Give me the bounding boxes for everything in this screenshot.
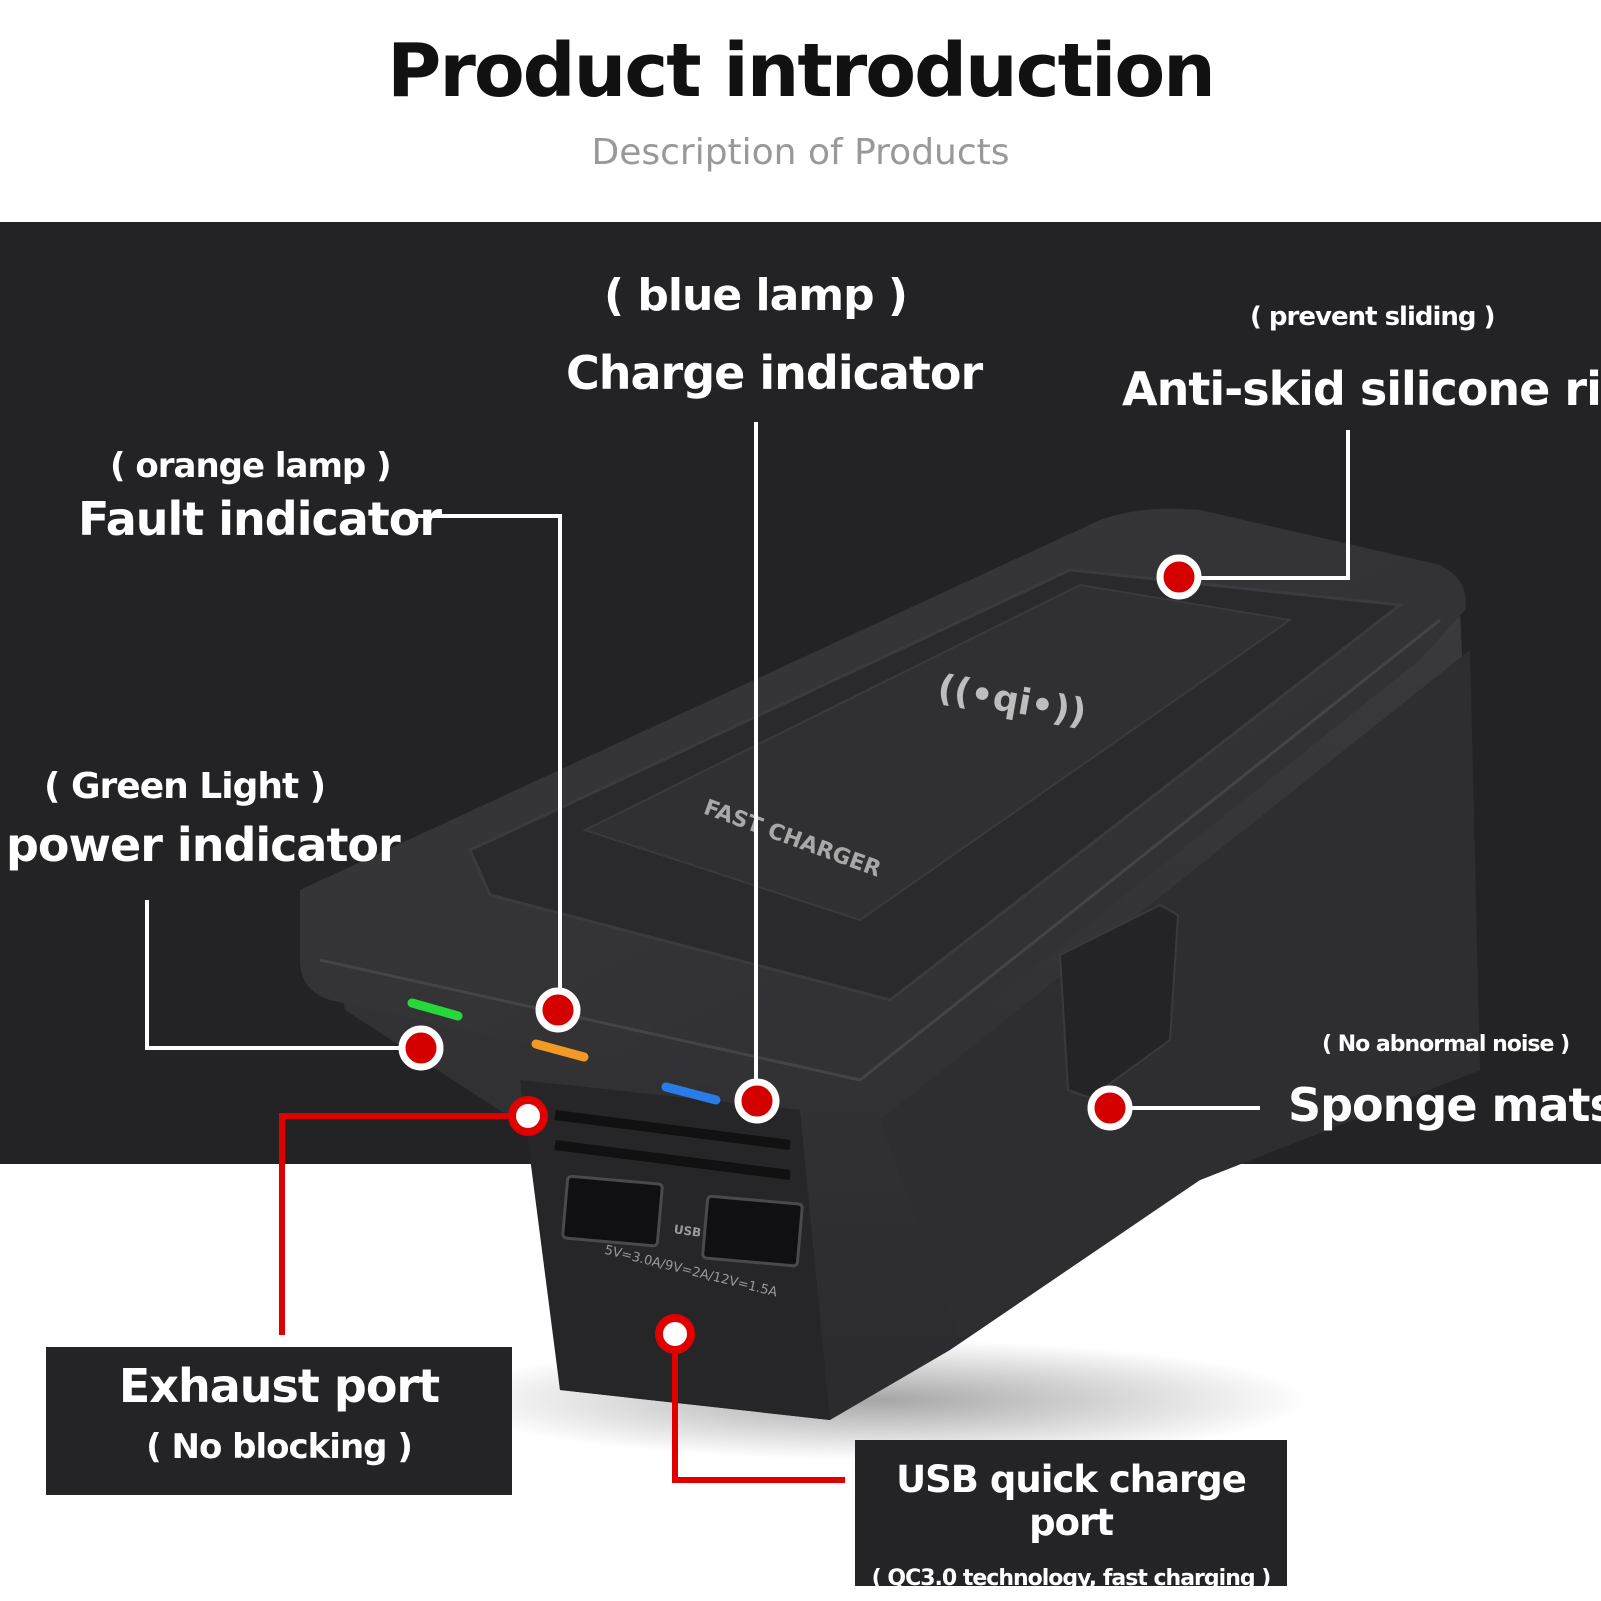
- exhaust-label: Exhaust port: [118, 1359, 440, 1413]
- sponge-label: Sponge mats: [1288, 1078, 1601, 1132]
- fault-label: Fault indicator: [78, 492, 442, 546]
- fault-note: ( orange lamp ): [110, 446, 392, 486]
- orange-lamp: [531, 1039, 589, 1062]
- sponge-note: ( No abnormal noise ): [1322, 1032, 1570, 1057]
- usb-port-left: [561, 1174, 664, 1248]
- marker-antiskid: [1156, 554, 1202, 600]
- charger-front-face: [520, 1080, 830, 1420]
- power-note: ( Green Light ): [44, 766, 326, 807]
- lid-edge: [319, 618, 1441, 1082]
- leader-antiskid: [1178, 430, 1350, 580]
- charging-pad: [582, 583, 1293, 922]
- marker-power: [398, 1025, 444, 1071]
- charge-label: Charge indicator: [566, 346, 983, 400]
- leader-usb: [672, 1334, 845, 1483]
- antiskid-label: Anti-skid silicone ring: [1122, 362, 1601, 416]
- marker-sponge: [1087, 1085, 1133, 1131]
- exhaust-callout-box: Exhaust port ( No blocking ): [46, 1347, 512, 1495]
- marker-fault: [535, 987, 581, 1033]
- exhaust-note: ( No blocking ): [146, 1427, 413, 1467]
- sponge-mat: [1058, 903, 1180, 1100]
- marker-charge: [734, 1078, 780, 1124]
- page-subtitle: Description of Products: [591, 132, 1010, 173]
- exhaust-slot: [554, 1140, 791, 1180]
- usb-port-label: USB quick charge port: [896, 1458, 1247, 1544]
- page-title: Product introduction: [387, 28, 1216, 114]
- marker-usb: [655, 1314, 695, 1354]
- leader-fault: [412, 514, 562, 1006]
- usb-port-note: ( QC3.0 technology, fast charging ): [871, 1566, 1272, 1591]
- usb-label: USB: [673, 1222, 702, 1240]
- usb-port-right: [701, 1194, 804, 1268]
- blue-lamp: [661, 1082, 721, 1105]
- antiskid-note: ( prevent sliding ): [1250, 302, 1495, 332]
- marker-exhaust: [508, 1096, 548, 1136]
- power-label: power indicator: [6, 818, 401, 872]
- header: Product introduction Description of Prod…: [0, 0, 1601, 222]
- usb-callout-box: USB quick charge port ( QC3.0 technology…: [855, 1440, 1287, 1591]
- charger-side-face: [880, 650, 1480, 1340]
- leader-exhaust: [279, 1113, 528, 1335]
- charge-note: ( blue lamp ): [604, 270, 908, 321]
- exhaust-slot: [554, 1110, 791, 1150]
- leader-power: [145, 900, 420, 1050]
- green-lamp: [407, 998, 463, 1021]
